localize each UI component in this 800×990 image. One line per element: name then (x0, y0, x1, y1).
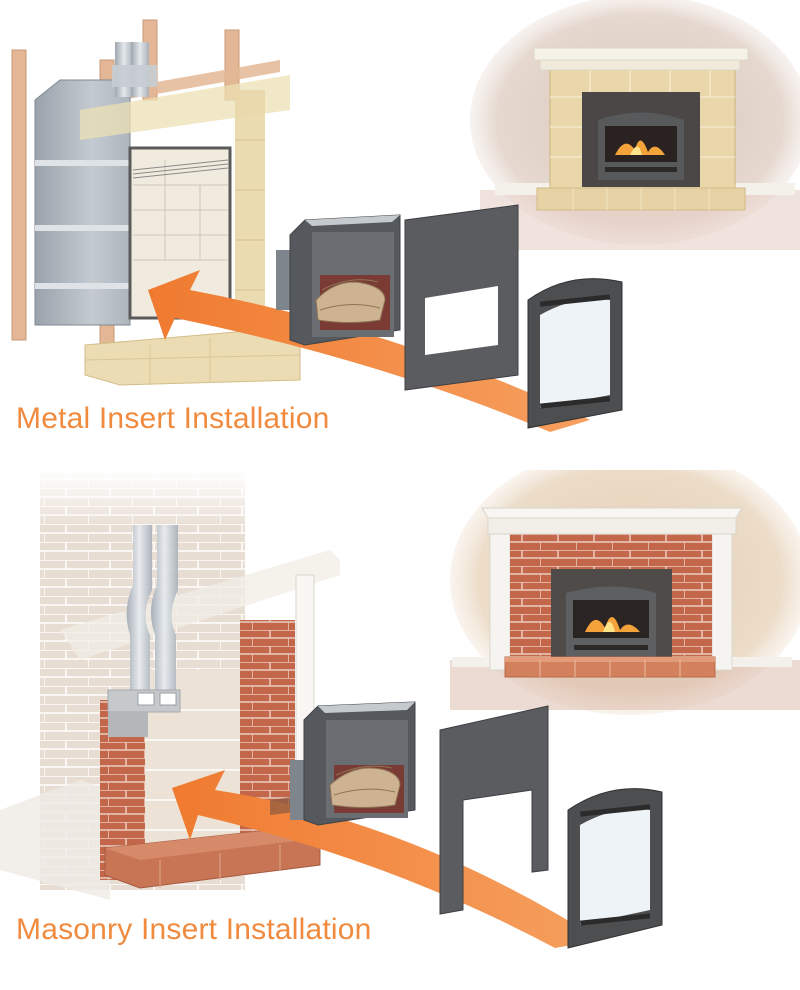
installation-arrow (172, 770, 600, 948)
metal-insert-section: Metal Insert Installation (0, 0, 800, 470)
vent-pipes (107, 525, 181, 737)
masonry-insert-section: Masonry Insert Installation (0, 470, 800, 990)
fireplace-insert-firebox (270, 701, 416, 826)
metal-insert-caption: Metal Insert Installation (16, 402, 330, 435)
insert-surround-panel (404, 204, 519, 391)
fireplace-insert-firebox (276, 214, 401, 346)
finished-brick-fireplace (450, 470, 800, 715)
arched-decorative-front (567, 788, 663, 949)
masonry-insert-illustration (0, 470, 800, 949)
insert-surround-panel (439, 705, 549, 915)
arched-decorative-front (527, 278, 623, 429)
metal-insert-illustration (11, 0, 800, 432)
metal-fireplace-cutaway (11, 19, 301, 386)
masonry-insert-caption: Masonry Insert Installation (16, 913, 372, 946)
finished-tile-fireplace (470, 0, 800, 250)
installation-arrow (148, 270, 590, 432)
